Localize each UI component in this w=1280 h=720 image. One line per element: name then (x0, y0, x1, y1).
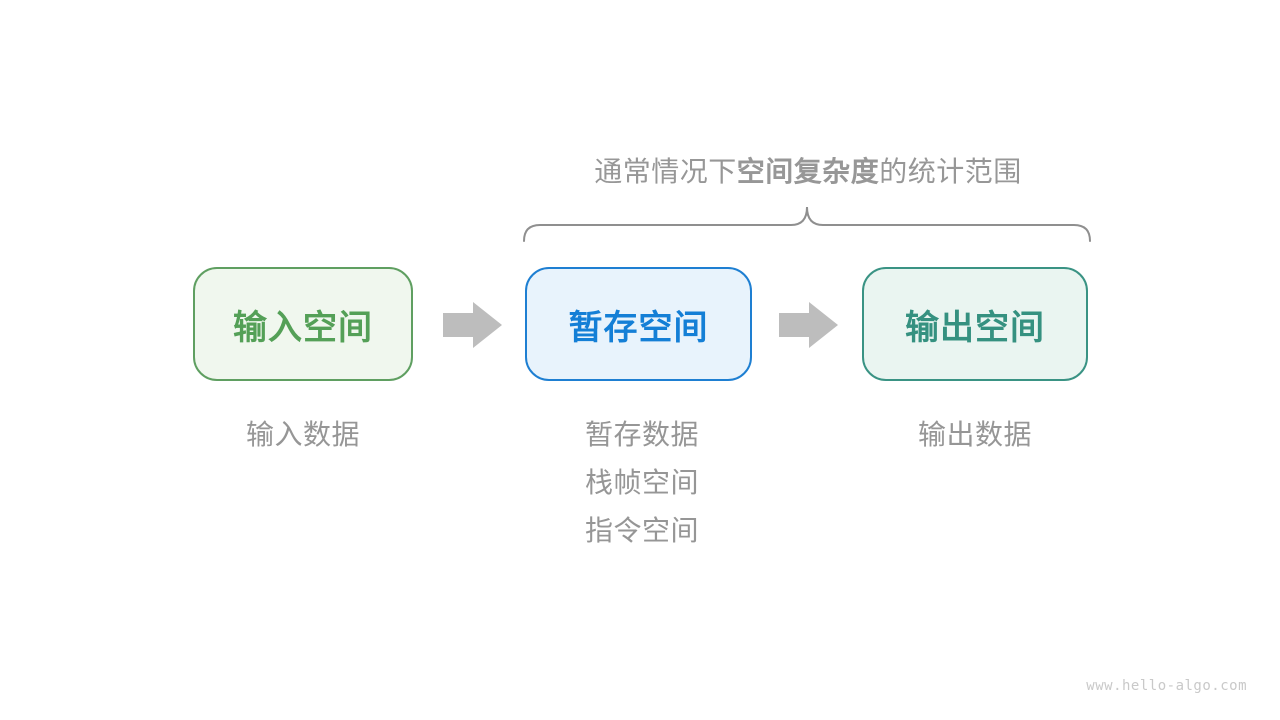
box-output-space-label: 输出空间 (905, 308, 1045, 347)
note-temp-data: 暂存数据 (585, 419, 700, 450)
curly-brace-icon (523, 206, 1091, 242)
scope-brace (523, 202, 1091, 242)
box-temp-space-label: 暂存空间 (568, 308, 709, 347)
scope-title-prefix: 通常情况下 (594, 156, 737, 187)
flow-arrow-icon (443, 302, 502, 348)
flow-arrow-icon (779, 302, 838, 348)
scope-title-keyword: 空间复杂度 (736, 156, 880, 187)
note-output-data: 输出数据 (917, 419, 1032, 450)
note-stack-frame-space: 栈帧空间 (585, 467, 700, 498)
box-temp-space: 暂存空间 (525, 267, 752, 381)
note-instruction-space: 指令空间 (585, 515, 700, 546)
site-watermark: www.hello-algo.com (1086, 678, 1247, 694)
note-temp-list: 暂存数据 栈帧空间 指令空间 (585, 411, 699, 555)
box-input-space: 输入空间 (193, 267, 413, 381)
box-output-space: 输出空间 (862, 267, 1088, 381)
note-input-data: 输入数据 (245, 419, 360, 450)
scope-title-suffix: 的统计范围 (879, 156, 1022, 187)
box-input-space-label: 输入空间 (233, 308, 373, 347)
scope-title: 通常情况下空间复杂度的统计范围 (525, 150, 1091, 190)
